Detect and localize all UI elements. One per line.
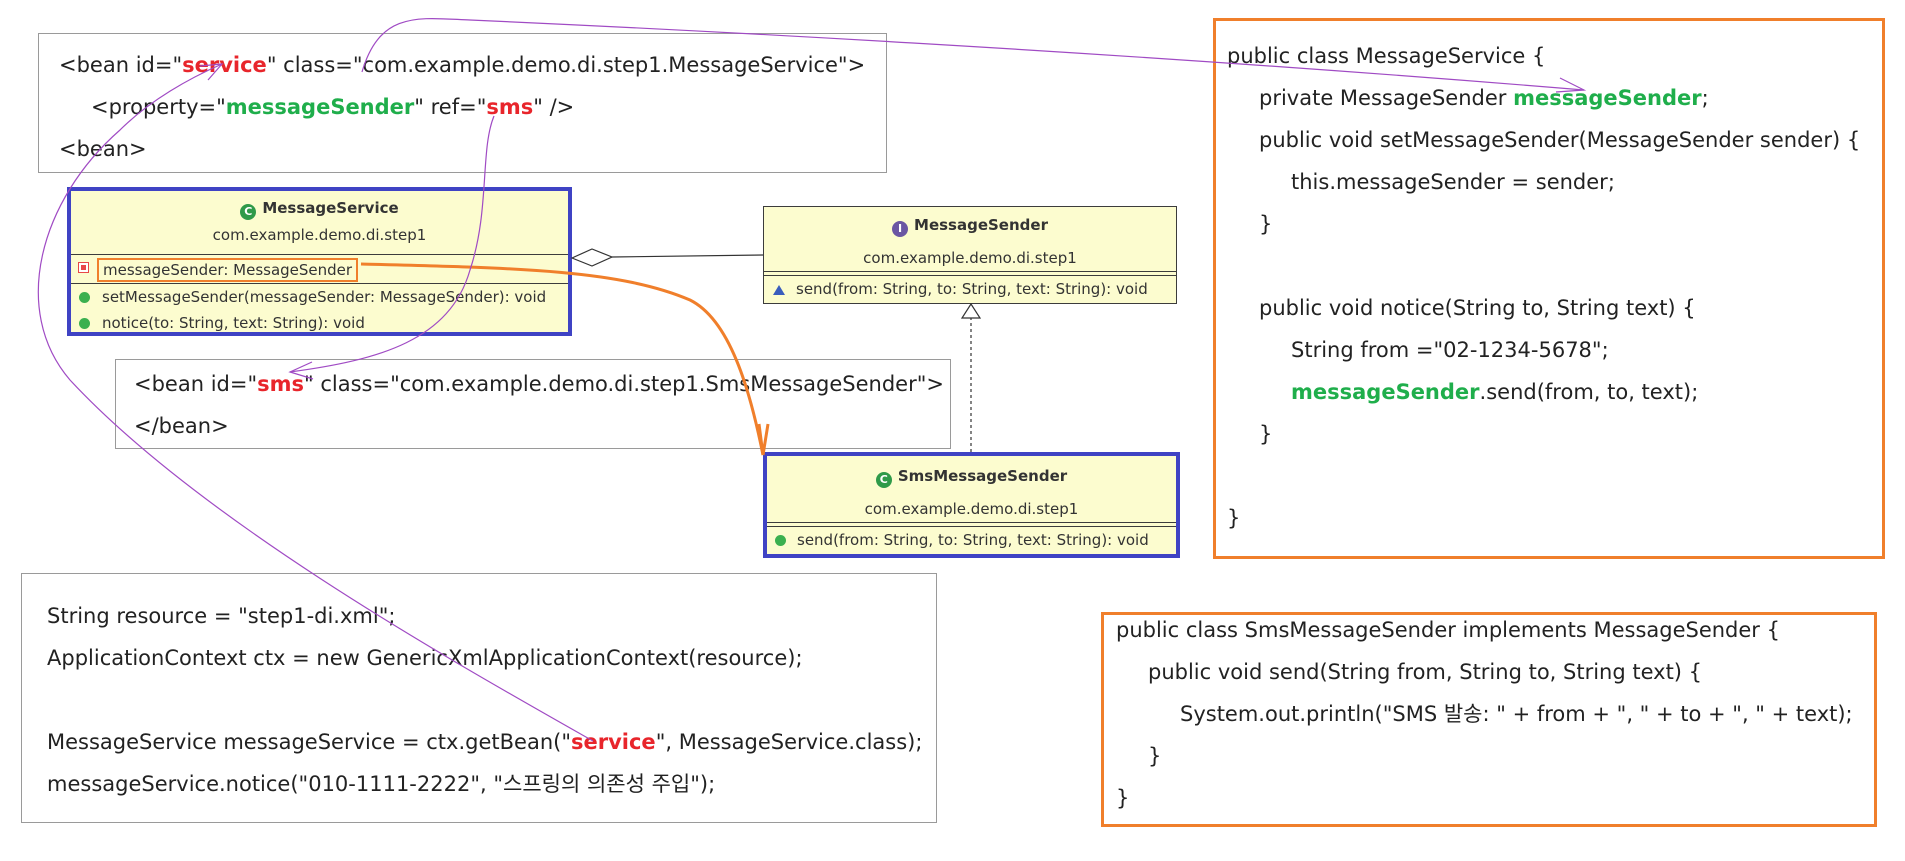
uml-divider [71, 283, 568, 284]
uml-divider [767, 522, 1176, 523]
uml-package: com.example.demo.di.step1 [863, 249, 1077, 267]
property-ref: sms [486, 95, 534, 119]
java-sms-line3: System.out.println("SMS 발송: " + from + "… [1180, 702, 1853, 726]
uml-divider [767, 526, 1176, 527]
xml-service-line3: <bean> [59, 137, 147, 161]
getbean-name: service [571, 730, 656, 754]
code-text: private MessageSender [1259, 86, 1514, 110]
java-sms-line2: public void send(String from, String to,… [1148, 660, 1703, 684]
uml-divider [764, 271, 1176, 272]
xml-text: <bean id=" [134, 372, 258, 396]
bean-id-sms: sms [257, 372, 305, 396]
main-code-line4: messageService.notice("010-1111-2222", "… [47, 772, 716, 796]
uml-message-service: C MessageService com.example.demo.di.step… [67, 187, 572, 336]
abstract-method-icon [773, 285, 785, 295]
xml-sms-line1: <bean id="sms" class="com.example.demo.d… [134, 374, 944, 395]
xml-text: " /> [533, 95, 575, 119]
uml-class-title: C SmsMessageSender [767, 467, 1176, 488]
java-ms-line3: public void setMessageSender(MessageSend… [1259, 128, 1861, 152]
uml-method: notice(to: String, text: String): void [102, 314, 365, 332]
java-ms-line7: String from ="02-1234-5678"; [1291, 338, 1609, 362]
field-message-sender: messageSender [1513, 86, 1702, 110]
main-code-line3: MessageService messageService = ctx.getB… [47, 732, 922, 753]
main-code-box: String resource = "step1-di.xml"; Applic… [21, 573, 937, 823]
uml-method: send(from: String, to: String, text: Str… [796, 280, 1148, 298]
java-sms-line1: public class SmsMessageSender implements… [1116, 618, 1780, 642]
uml-method: send(from: String, to: String, text: Str… [797, 531, 1149, 549]
field-message-sender-call: messageSender [1291, 380, 1480, 404]
java-ms-line10: } [1227, 506, 1241, 530]
xml-text: " class="com.example.demo.di.step1.SmsMe… [304, 372, 944, 396]
code-text: ", MessageService.class); [655, 730, 923, 754]
public-method-icon [775, 535, 786, 546]
private-field-icon [78, 262, 89, 273]
java-ms-line2: private MessageSender messageSender; [1259, 88, 1709, 109]
java-ms-line9: } [1259, 422, 1273, 446]
xml-sms-bean-box: <bean id="sms" class="com.example.demo.d… [115, 359, 951, 449]
main-code-line2: ApplicationContext ctx = new GenericXmlA… [47, 646, 803, 670]
java-sms-line5: } [1116, 786, 1130, 810]
class-icon: C [240, 204, 257, 220]
uml-field: messageSender: MessageSender [97, 258, 359, 282]
xml-text: " ref=" [414, 95, 487, 119]
java-ms-line1: public class MessageService { [1227, 44, 1546, 68]
uml-divider [764, 275, 1176, 276]
uml-interface-title: I MessageSender [764, 216, 1176, 237]
uml-title-text: MessageService [262, 199, 399, 217]
java-ms-line5: } [1259, 212, 1273, 236]
uml-message-sender: I MessageSender com.example.demo.di.step1… [763, 206, 1177, 304]
uml-method: setMessageSender(messageSender: MessageS… [102, 288, 547, 306]
java-ms-line6: public void notice(String to, String tex… [1259, 296, 1696, 320]
xml-service-line2: <property="messageSender" ref="sms" /> [91, 97, 574, 118]
xml-text: " class="com.example.demo.di.step1.Messa… [266, 53, 866, 77]
code-text: .send(from, to, text); [1479, 380, 1699, 404]
uml-package: com.example.demo.di.step1 [212, 226, 427, 244]
public-method-icon [79, 292, 90, 303]
uml-title-text: MessageSender [914, 216, 1048, 234]
code-text: MessageService messageService = ctx.getB… [47, 730, 571, 754]
xml-text: <property=" [91, 95, 226, 119]
java-ms-line8: messageSender.send(from, to, text); [1291, 382, 1698, 403]
realization-arrowhead-icon [960, 302, 982, 319]
java-sms-sender-box: public class SmsMessageSender implements… [1101, 612, 1877, 827]
aggregation-diamond-icon [570, 248, 614, 267]
code-text: ; [1701, 86, 1709, 110]
property-name: messageSender [225, 95, 415, 119]
bean-id-service: service [182, 53, 267, 77]
public-method-icon [79, 318, 90, 329]
xml-sms-line2: </bean> [134, 414, 229, 438]
xml-service-line1: <bean id="service" class="com.example.de… [59, 55, 865, 76]
interface-icon: I [892, 221, 909, 237]
uml-title-text: SmsMessageSender [897, 467, 1068, 485]
uml-package: com.example.demo.di.step1 [864, 500, 1079, 518]
uml-class-title: C MessageService [71, 199, 568, 220]
class-icon: C [875, 472, 892, 488]
java-sms-line4: } [1148, 744, 1162, 768]
uml-divider [71, 254, 568, 255]
main-code-line1: String resource = "step1-di.xml"; [47, 604, 396, 628]
xml-service-bean-box: <bean id="service" class="com.example.de… [38, 33, 887, 173]
java-message-service-box: public class MessageService { private Me… [1213, 18, 1885, 559]
java-ms-line4: this.messageSender = sender; [1291, 170, 1615, 194]
xml-text: <bean id=" [59, 53, 183, 77]
uml-sms-message-sender: C SmsMessageSender com.example.demo.di.st… [763, 452, 1180, 558]
aggregation-line [611, 254, 764, 258]
